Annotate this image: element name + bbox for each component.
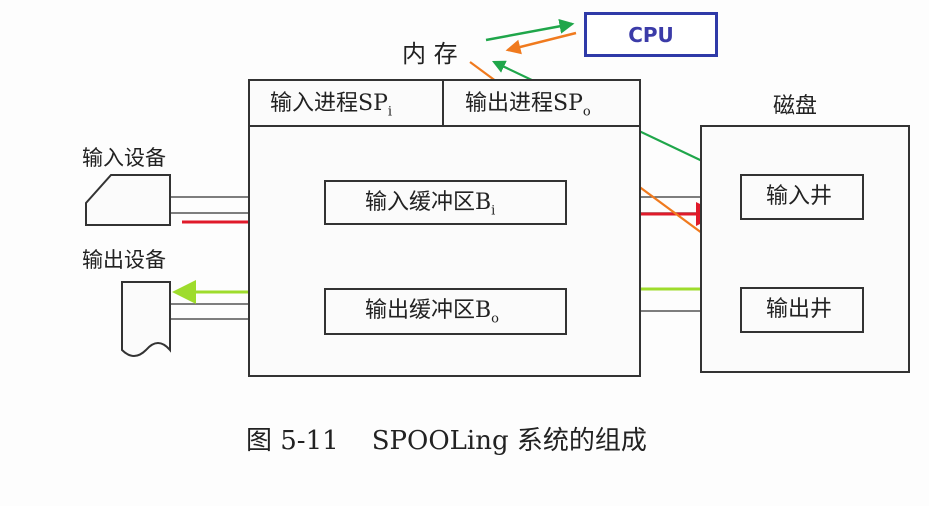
output-buffer-sub: o	[491, 311, 499, 327]
disk-box	[700, 125, 910, 373]
output-well-label: 输出井	[766, 297, 833, 322]
input-buffer-text: 输入缓冲区B	[365, 190, 492, 215]
output-buffer-label: 输出缓冲区Bo	[365, 298, 499, 327]
input-process-sub: i	[387, 104, 393, 120]
input-device-shape	[85, 174, 171, 226]
input-process-label: 输入进程SPi	[270, 91, 393, 120]
memory-divider-v	[442, 79, 444, 126]
memory-divider-h	[248, 125, 641, 127]
output-process-label: 输出进程SPo	[465, 91, 591, 120]
input-well-label: 输入井	[766, 184, 833, 209]
disk-label: 磁盘	[773, 94, 818, 119]
input-buffer-sub: i	[491, 203, 496, 219]
figure-caption: 图 5-11 SPOOLing 系统的组成	[246, 426, 647, 456]
cpu-to-memory-arrow	[505, 31, 577, 55]
output-process-text: 输出进程SP	[465, 91, 583, 116]
input-device-label: 输入设备	[82, 146, 166, 170]
output-process-sub: o	[582, 104, 591, 120]
output-buffer-box	[324, 288, 567, 335]
cpu-label: CPU	[628, 22, 674, 47]
input-buffer-box	[324, 180, 567, 225]
cpu-box: CPU	[584, 12, 718, 57]
memory-box	[248, 79, 641, 377]
input-buffer-label: 输入缓冲区Bi	[365, 190, 496, 219]
input-process-text: 输入进程SP	[270, 91, 388, 116]
input-well-box	[740, 174, 864, 220]
output-device-label: 输出设备	[82, 248, 166, 272]
memory-to-cpu-arrow	[485, 18, 575, 42]
output-well-box	[740, 287, 864, 333]
output-buffer-text: 输出缓冲区B	[365, 298, 492, 323]
output-device-shape	[121, 281, 171, 357]
memory-label: 内 存	[402, 40, 458, 68]
